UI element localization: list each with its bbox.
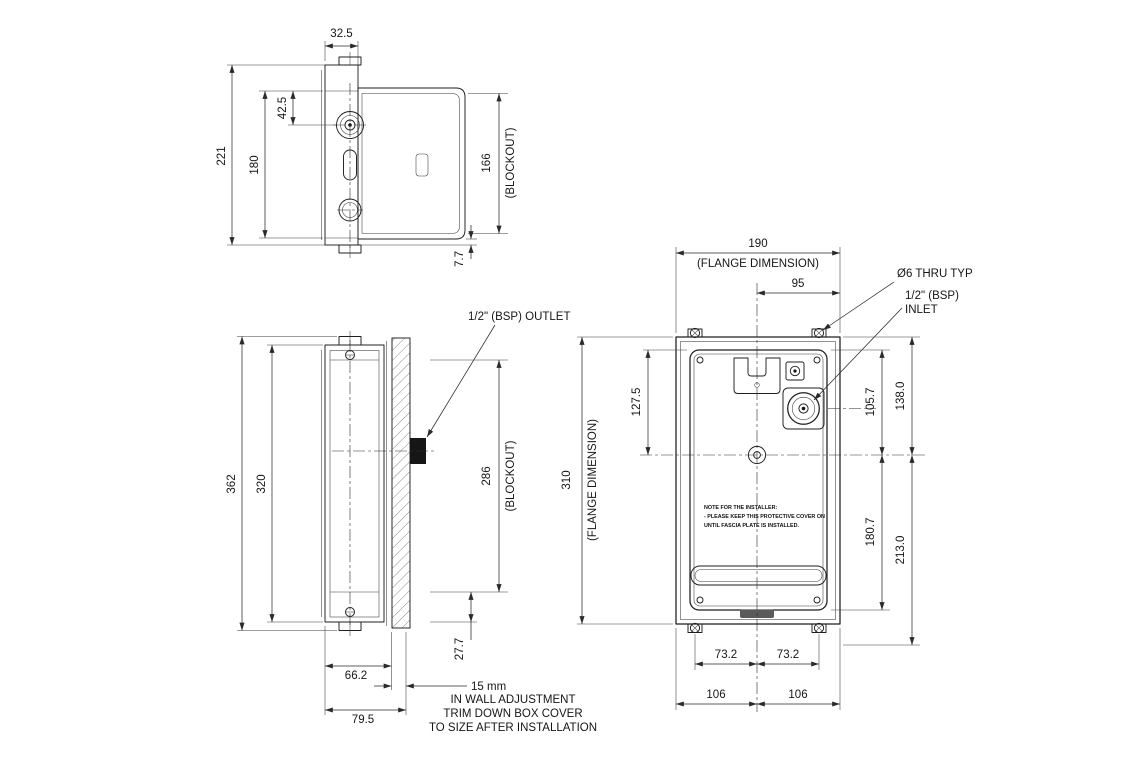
fixing-hole xyxy=(813,596,821,604)
dim-105-7-text: 105.7 xyxy=(865,388,877,417)
dim-7-7-text: 7.7 xyxy=(454,251,466,267)
dim-105-7: 105.7 xyxy=(831,349,890,455)
dim-73-2-right-text: 73.2 xyxy=(777,649,799,661)
fixing-hole xyxy=(696,356,704,364)
top-view xyxy=(321,52,466,258)
dim-180-text: 180 xyxy=(249,155,261,174)
dim-180-7-text: 180.7 xyxy=(865,518,877,547)
dim-95: 95 xyxy=(757,278,840,296)
dim-213-0: 213.0 xyxy=(843,455,920,646)
side-view xyxy=(321,331,437,636)
dim-73-2-left-text: 73.2 xyxy=(715,649,737,661)
dim-310-flange-label: (FLANGE DIMENSION) xyxy=(587,419,599,541)
blockout-wall-inner xyxy=(693,353,824,607)
dim-15mm-text: 15 mm xyxy=(471,681,506,693)
dim-79-5: 79.5 xyxy=(325,632,407,726)
dim-221: 221 xyxy=(216,64,338,246)
dim-190-text: 190 xyxy=(748,238,767,250)
dim-286-blockout: 286 (BLOCKOUT) xyxy=(430,359,517,593)
dim-180: 180 xyxy=(249,90,323,239)
dim-7-7: 7.7 xyxy=(360,225,477,267)
dim-190-flange: 190 (FLANGE DIMENSION) xyxy=(675,238,841,333)
inlet-label-line1: 1/2" (BSP) xyxy=(905,290,959,302)
top-fixing xyxy=(785,361,805,381)
dim-362: 362 xyxy=(226,336,337,631)
cover-clip xyxy=(415,153,429,177)
note-wall-adjustment: IN WALL ADJUSTMENT TRIM DOWN BOX COVER T… xyxy=(429,694,597,734)
dim-42-5-text: 42.5 xyxy=(277,97,289,119)
mounting-bracket xyxy=(733,357,781,394)
fixing-hole xyxy=(813,356,821,364)
screw-tab xyxy=(687,328,703,338)
dim-286-blockout-text: (BLOCKOUT) xyxy=(505,440,517,511)
top-view-body xyxy=(324,64,359,246)
dim-127-5: 127.5 xyxy=(631,349,687,455)
corner-screw-bottom-left xyxy=(689,622,701,634)
installer-note-line2: - PLEASE KEEP THIS PROTECTIVE COVER ON xyxy=(704,514,825,520)
label-inlet: 1/2" (BSP) INLET xyxy=(813,290,959,401)
dim-27-7: 27.7 xyxy=(430,592,477,660)
dim-127-5-text: 127.5 xyxy=(631,388,643,417)
corner-screw-top-right xyxy=(813,327,825,339)
dim-73-2: 73.2 73.2 xyxy=(694,634,820,670)
dim-166-text: 166 xyxy=(481,153,493,172)
dim-320-text: 320 xyxy=(256,474,268,493)
installer-note: NOTE FOR THE INSTALLER: - PLEASE KEEP TH… xyxy=(704,505,825,529)
dim-32-5-text: 32.5 xyxy=(330,28,352,40)
label-thru-holes: Ø6 THRU TYP xyxy=(822,268,973,331)
adjust-note-line1: IN WALL ADJUSTMENT xyxy=(450,694,575,706)
grip-bar xyxy=(690,565,827,586)
dim-190-flange-label: (FLANGE DIMENSION) xyxy=(697,258,819,270)
installer-note-line3: UNTIL FASCIA PLATE IS INSTALLED. xyxy=(704,523,800,529)
dim-106-left-text: 106 xyxy=(706,689,725,701)
dim-362-text: 362 xyxy=(226,474,238,493)
thru-label-text: Ø6 THRU TYP xyxy=(897,268,973,280)
dim-166-blockout: 166 (BLOCKOUT) xyxy=(468,93,517,234)
corner-screw-top-left xyxy=(689,327,701,339)
blockout-cover-inner xyxy=(361,93,460,234)
inlet-fitting xyxy=(782,387,825,430)
dim-106: 106 106 xyxy=(675,628,841,710)
blockout-cover-outline xyxy=(357,87,466,240)
dim-106-right-text: 106 xyxy=(788,689,807,701)
dim-32-5: 32.5 xyxy=(324,28,359,84)
dim-213-0-text: 213.0 xyxy=(895,536,907,565)
dim-320: 320 xyxy=(256,344,323,623)
dim-310-flange: 310 (FLANGE DIMENSION) xyxy=(561,336,673,625)
outlet-label-text: 1/2" (BSP) OUTLET xyxy=(468,311,571,323)
dim-286-text: 286 xyxy=(481,466,493,485)
blockout-opening xyxy=(689,349,828,611)
dim-42-5: 42.5 xyxy=(277,91,336,126)
corner-screw-bottom-right xyxy=(813,622,825,634)
dim-66-2-text: 66.2 xyxy=(345,670,367,682)
dim-138-0: 138.0 xyxy=(843,336,920,455)
dim-95-text: 95 xyxy=(792,278,805,290)
dim-66-2: 66.2 xyxy=(324,626,392,715)
installer-note-line1: NOTE FOR THE INSTALLER: xyxy=(704,505,777,511)
wall-hatch xyxy=(391,337,411,629)
front-view: NOTE FOR THE INSTALLER: - PLEASE KEEP TH… xyxy=(640,283,928,712)
adjust-note-line2: TRIM DOWN BOX COVER xyxy=(443,708,582,720)
adjust-note-line3: TO SIZE AFTER INSTALLATION xyxy=(429,722,597,734)
label-outlet: 1/2" (BSP) OUTLET xyxy=(426,311,571,438)
dim-221-text: 221 xyxy=(216,146,228,165)
dim-15mm: 15 mm xyxy=(374,681,506,693)
dim-180-7: 180.7 xyxy=(831,455,890,611)
side-view-inner xyxy=(329,350,380,618)
dim-79-5-text: 79.5 xyxy=(352,714,374,726)
inlet-label-line2: INLET xyxy=(905,304,938,316)
screw-tab xyxy=(811,328,827,338)
front-flange-inner xyxy=(680,341,836,620)
dim-166-blockout-text: (BLOCKOUT) xyxy=(505,127,517,198)
side-view-body xyxy=(324,344,385,623)
dim-310-text: 310 xyxy=(561,470,573,489)
fixing-hole xyxy=(696,596,704,604)
front-flange xyxy=(675,336,841,625)
dim-27-7-text: 27.7 xyxy=(454,638,466,660)
dim-138-0-text: 138.0 xyxy=(895,382,907,411)
